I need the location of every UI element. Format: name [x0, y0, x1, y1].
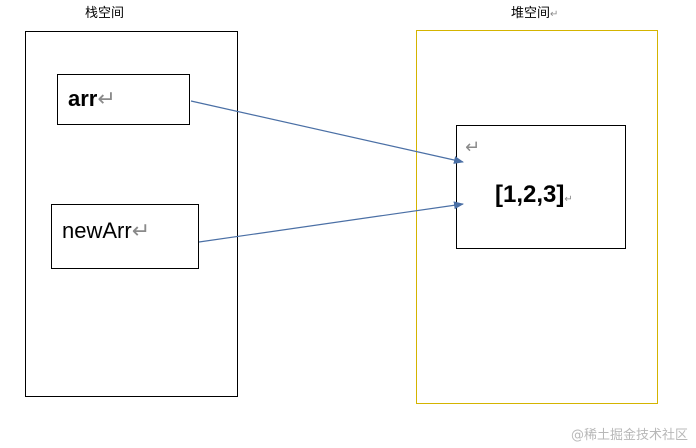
array-value: [1,2,3]↵: [495, 181, 573, 208]
return-mark: ↵: [564, 194, 573, 205]
return-mark: ↵: [97, 86, 116, 111]
newarr-label: newArr↵: [62, 218, 151, 243]
watermark: @稀土掘金技术社区: [570, 428, 688, 443]
return-mark: ↵: [131, 218, 151, 243]
return-mark: ↵: [465, 137, 481, 158]
newarr-variable-box: newArr↵: [51, 204, 199, 269]
heap-space-title: 堆空间↵: [511, 6, 559, 21]
arr-label: arr↵: [68, 86, 116, 111]
heap-array-box: ↵ [1,2,3]↵: [456, 125, 626, 249]
stack-space-title: 栈空间: [85, 6, 125, 21]
arr-variable-box: arr↵: [57, 74, 190, 125]
return-mark: ↵: [550, 9, 559, 20]
